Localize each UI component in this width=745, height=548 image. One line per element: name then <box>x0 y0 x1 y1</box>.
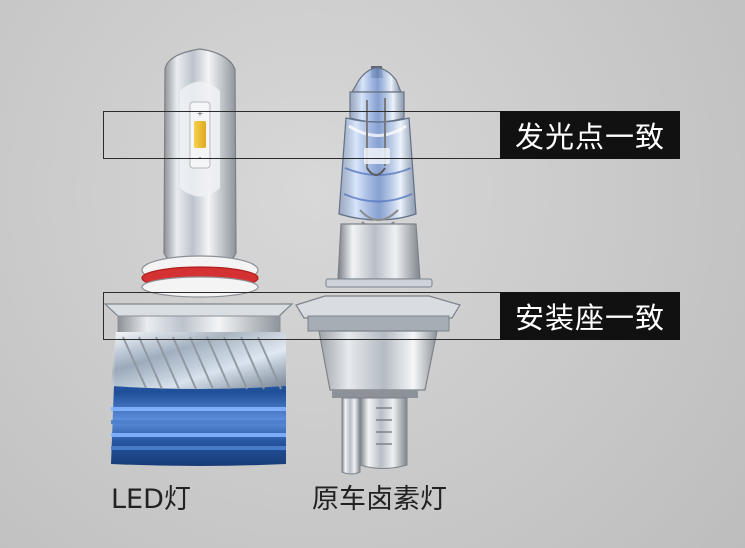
socket-label: 安装座一致 <box>500 292 680 340</box>
halogen-bulb <box>295 66 461 475</box>
light-point-label: 发光点一致 <box>500 111 680 159</box>
svg-text:-: - <box>199 153 202 162</box>
halogen-caption: 原车卤素灯 <box>312 484 447 515</box>
led-bulb: + - <box>103 48 294 466</box>
svg-text:+: + <box>197 109 204 118</box>
led-caption: LED灯 <box>111 484 191 515</box>
